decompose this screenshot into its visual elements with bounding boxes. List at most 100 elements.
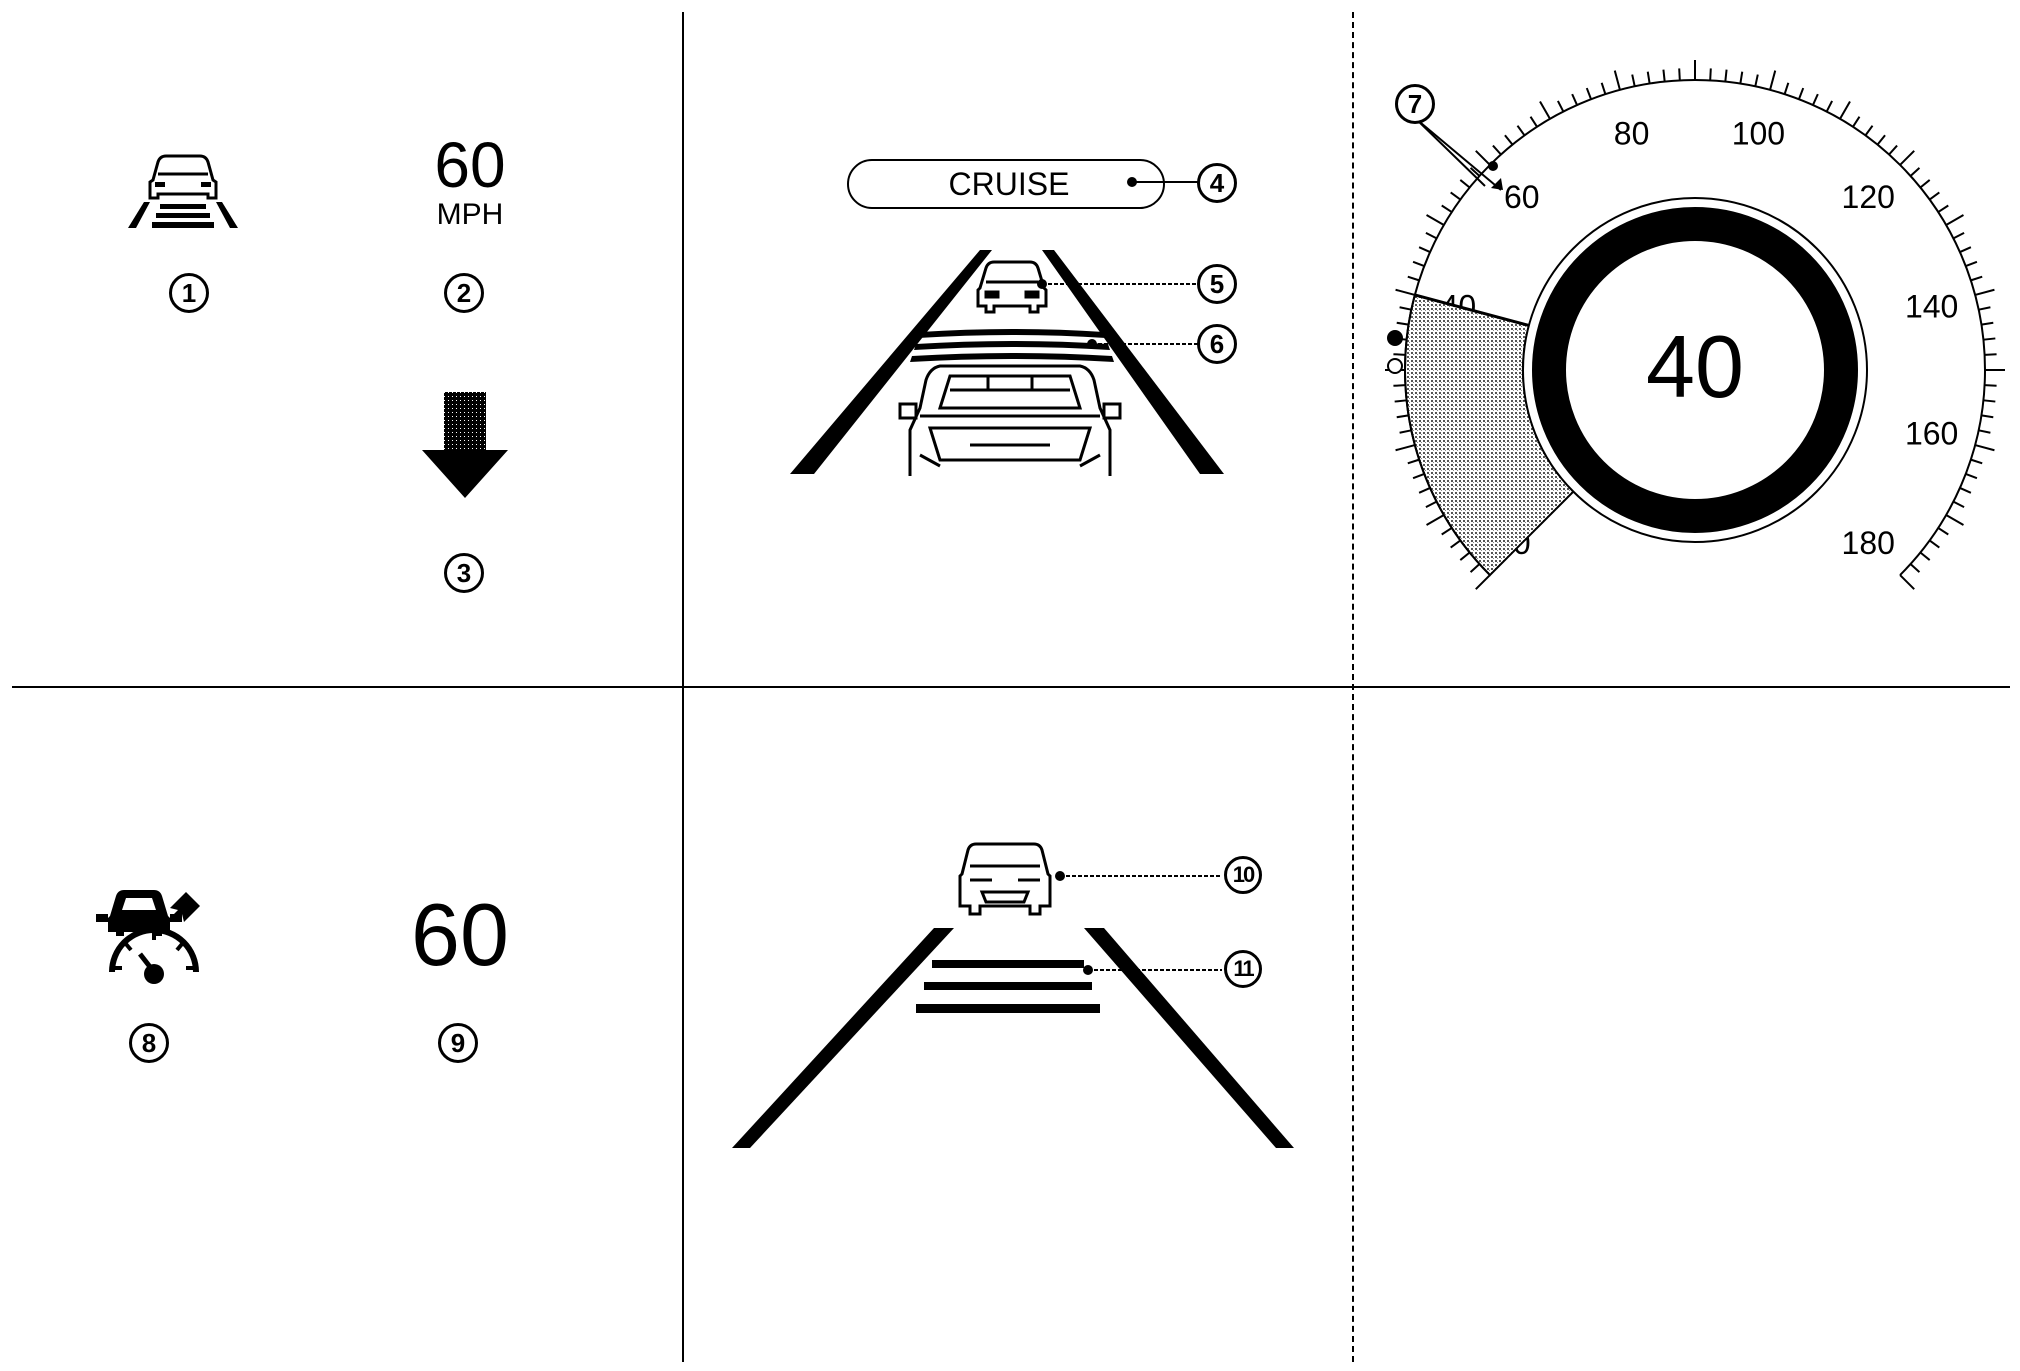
gauge-tick xyxy=(1585,87,1593,100)
gauge-tick xyxy=(1709,68,1712,81)
gauge-tick xyxy=(1396,414,1409,419)
gauge-tick xyxy=(1459,551,1471,561)
gauge-tick xyxy=(1929,539,1940,549)
gauge-tick xyxy=(1399,429,1412,434)
gauge-tick xyxy=(1399,306,1412,311)
gauge-tick xyxy=(1395,288,1416,296)
gauge-tick xyxy=(1888,144,1898,156)
gauge-tick xyxy=(1984,353,1997,356)
gauge-tick xyxy=(1412,260,1425,268)
gauge-tick xyxy=(1646,71,1651,84)
preceding-vehicle-icon xyxy=(958,842,1052,916)
gauge-tick xyxy=(1981,414,1994,419)
road-scene-distance xyxy=(732,842,1294,1148)
gauge-tick xyxy=(1978,429,1991,434)
gauge-tick xyxy=(1937,204,1949,213)
gauge-tick xyxy=(1959,246,1972,253)
gauge-tick xyxy=(1426,214,1445,226)
gauge-tick xyxy=(1395,444,1416,452)
gauge-tick xyxy=(1769,70,1777,91)
cruise-label: CRUISE xyxy=(948,166,1070,202)
gauge-tick xyxy=(1600,82,1607,95)
gauge-tick xyxy=(1937,527,1949,536)
gauge-tick xyxy=(1965,472,1978,480)
down-arrow-icon xyxy=(422,392,508,498)
horizontal-divider xyxy=(12,686,2010,688)
gauge-tick xyxy=(1426,514,1445,526)
gauge-tick xyxy=(1613,70,1621,91)
gauge-tick xyxy=(1852,116,1861,128)
gauge-tick xyxy=(1825,100,1833,113)
gauge-tick xyxy=(1899,574,1915,590)
gauge-tick xyxy=(1919,551,1931,561)
road-scene-acc xyxy=(790,250,1224,476)
gauge-tick xyxy=(1864,125,1874,136)
gauge-tick xyxy=(1783,82,1790,95)
gauge-tick xyxy=(1981,321,1994,326)
gauge-tick xyxy=(1396,321,1409,326)
lane-keep-icon-group xyxy=(128,142,238,232)
gauge-tick xyxy=(1516,125,1526,136)
own-vehicle-icon xyxy=(898,364,1122,476)
callout-7: 7 xyxy=(1395,84,1435,124)
gauge-scale-label: 100 xyxy=(1732,115,1785,151)
gauge-tick xyxy=(1983,337,1996,341)
gauge-tick xyxy=(1952,500,1965,508)
gauge-tick xyxy=(1412,472,1425,480)
gauge-tick xyxy=(1919,179,1931,189)
gauge-tick xyxy=(1909,167,1921,177)
callout-8: 8 xyxy=(129,1023,169,1063)
gauge-scale-label: 80 xyxy=(1614,115,1650,151)
gauge-tick xyxy=(1475,574,1491,590)
gauge-tick xyxy=(1441,527,1453,536)
gauge-scale-label: 120 xyxy=(1842,179,1895,215)
gauge-tick xyxy=(1754,74,1759,87)
gauge-tick xyxy=(1959,487,1972,494)
gauge-tick xyxy=(1983,399,1996,403)
gauge-tick xyxy=(1393,353,1406,356)
gauge-tick xyxy=(1418,246,1431,253)
gauge-tick xyxy=(1441,204,1453,213)
gauge-tick xyxy=(1970,275,1983,282)
car-speedometer-icon xyxy=(96,890,200,984)
callout-2: 2 xyxy=(444,273,484,313)
callout-6: 6 xyxy=(1197,324,1237,364)
current-speed-readout: 40 xyxy=(1646,317,1744,416)
gauge-tick xyxy=(1839,101,1851,120)
gauge-tick xyxy=(1909,563,1921,573)
gauge-tick xyxy=(1393,384,1406,387)
vertical-divider-left xyxy=(682,12,684,1362)
gauge-tick xyxy=(1571,93,1578,106)
gauge-tick xyxy=(1407,458,1420,465)
gauge-tick xyxy=(1812,93,1819,106)
gauge-tick xyxy=(1529,116,1538,128)
car-in-lane-icon xyxy=(128,154,238,228)
gauge-tick xyxy=(1631,74,1636,87)
gauge-tick xyxy=(1394,399,1407,403)
callout-10: 10 xyxy=(1224,856,1262,894)
callout-3: 3 xyxy=(444,553,484,593)
gauge-tick xyxy=(1450,539,1461,549)
gauge-tick xyxy=(1407,275,1420,282)
gauge-tick xyxy=(1929,191,1940,201)
gauge-tick xyxy=(1504,134,1514,146)
gauge-scale-label: 140 xyxy=(1905,289,1958,325)
vertical-divider-right xyxy=(1352,12,1354,1362)
gauge-tick xyxy=(1425,232,1438,240)
gauge-tick xyxy=(1724,69,1728,82)
gauge-tick xyxy=(1978,306,1991,311)
gauge-tick xyxy=(1459,179,1471,189)
callout-5: 5 xyxy=(1197,264,1237,304)
gauge-tick xyxy=(1450,191,1461,201)
gauge-tick xyxy=(1974,288,1995,296)
gauge-scale-label: 180 xyxy=(1842,525,1895,561)
gauge-tick xyxy=(1425,500,1438,508)
gauge-tick xyxy=(1876,134,1886,146)
gauge-scale-label: 160 xyxy=(1905,415,1958,451)
gauge-tick xyxy=(1492,144,1502,156)
gauge-tick xyxy=(1965,260,1978,268)
cruise-indicator: CRUISE xyxy=(847,159,1165,209)
speedometer-gauge: 020406080100120140160180 xyxy=(1385,60,2005,590)
gauge-tick xyxy=(1970,458,1983,465)
callout-4: 4 xyxy=(1197,163,1237,203)
